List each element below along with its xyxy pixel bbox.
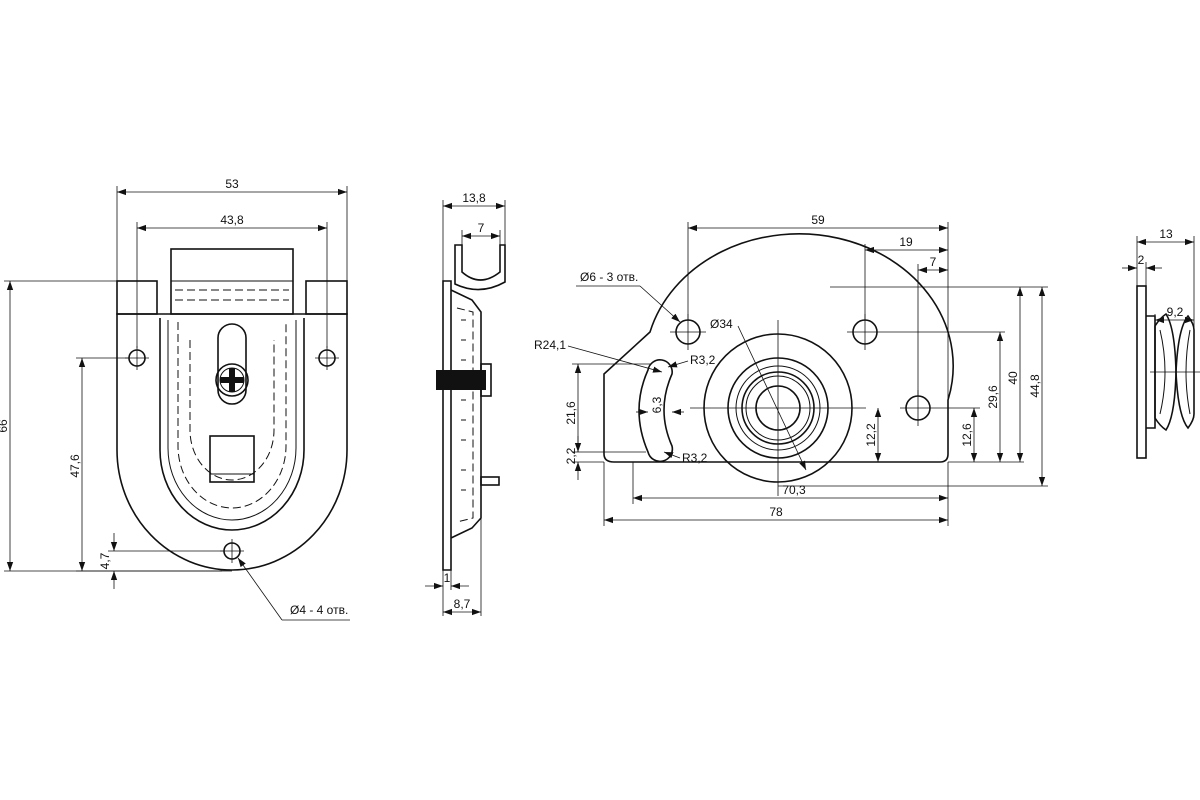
bracket-view: 59 19 7 Ø6 - 3 отв. Ø34 R24,1 R3,2 R3,2 … <box>534 213 1048 526</box>
note-front-holes: Ø4 - 4 отв. <box>290 603 348 617</box>
dim-bracket-slot-radius: R24,1 <box>534 338 566 352</box>
front-view: 53 43,8 66 47,6 4,7 Ø4 - 4 отв. <box>0 177 350 621</box>
front-square-window <box>209 435 255 483</box>
dim-bracket-hole-height: 12,6 <box>960 423 974 447</box>
dim-bracket-40: 40 <box>1006 371 1020 385</box>
dim-bracket-upper-hole: 29,6 <box>986 385 1000 409</box>
bracket-arc-slot <box>638 359 674 463</box>
bracket-outline <box>603 233 954 463</box>
dim-bracket-width: 78 <box>769 505 783 519</box>
dim-wheel-flange: 2 <box>1138 253 1145 267</box>
dim-front-hole-spacing: 43,8 <box>220 213 244 227</box>
front-inner-carrier <box>159 318 305 531</box>
dim-front-height: 66 <box>0 419 10 433</box>
side-view: 13,8 7 1 8,7 <box>425 191 506 616</box>
front-body-outline <box>116 313 348 571</box>
dim-bracket-slot-r-bottom: R3,2 <box>682 451 708 465</box>
dim-bracket-slot-width: 6,3 <box>650 396 664 413</box>
dim-bracket-center-height: 12,2 <box>864 423 878 447</box>
dim-wheel-groove: 9,2 <box>1167 305 1184 319</box>
dim-front-bottom-offset: 4,7 <box>98 552 112 569</box>
dim-bracket-slot-height: 21,6 <box>564 401 578 425</box>
dim-bracket-19: 19 <box>899 235 913 249</box>
wheel-flange <box>1136 285 1147 459</box>
note-bracket-holes: Ø6 - 3 отв. <box>580 270 638 284</box>
wheel-view: 13 2 9,2 <box>1122 227 1200 459</box>
dim-side-hook: 7 <box>478 221 485 235</box>
front-right-tab <box>305 280 348 315</box>
dim-side-plate: 1 <box>444 571 451 585</box>
dim-bracket-slot-bottom: 2,2 <box>564 447 578 464</box>
dim-front-hole-height: 47,6 <box>68 454 82 478</box>
side-screw <box>436 370 486 390</box>
dim-bracket-hole-spacing: 59 <box>811 213 825 227</box>
dim-bracket-bore: Ø34 <box>710 317 733 331</box>
side-body <box>450 289 482 539</box>
side-base-plate <box>442 280 452 571</box>
side-pin <box>480 476 500 486</box>
front-adjust-screw <box>215 363 249 397</box>
dim-bracket-7: 7 <box>930 255 937 269</box>
dim-wheel-width: 13 <box>1159 227 1173 241</box>
dim-front-width: 53 <box>225 177 239 191</box>
dim-bracket-70: 70,3 <box>782 483 806 497</box>
dim-bracket-total-height: 44,8 <box>1028 374 1042 398</box>
dim-bracket-slot-r-top: R3,2 <box>690 353 716 367</box>
dim-side-body: 8,7 <box>454 597 471 611</box>
dim-side-depth: 13,8 <box>462 191 486 205</box>
side-hook <box>454 244 506 291</box>
front-adjust-slot <box>217 323 247 405</box>
